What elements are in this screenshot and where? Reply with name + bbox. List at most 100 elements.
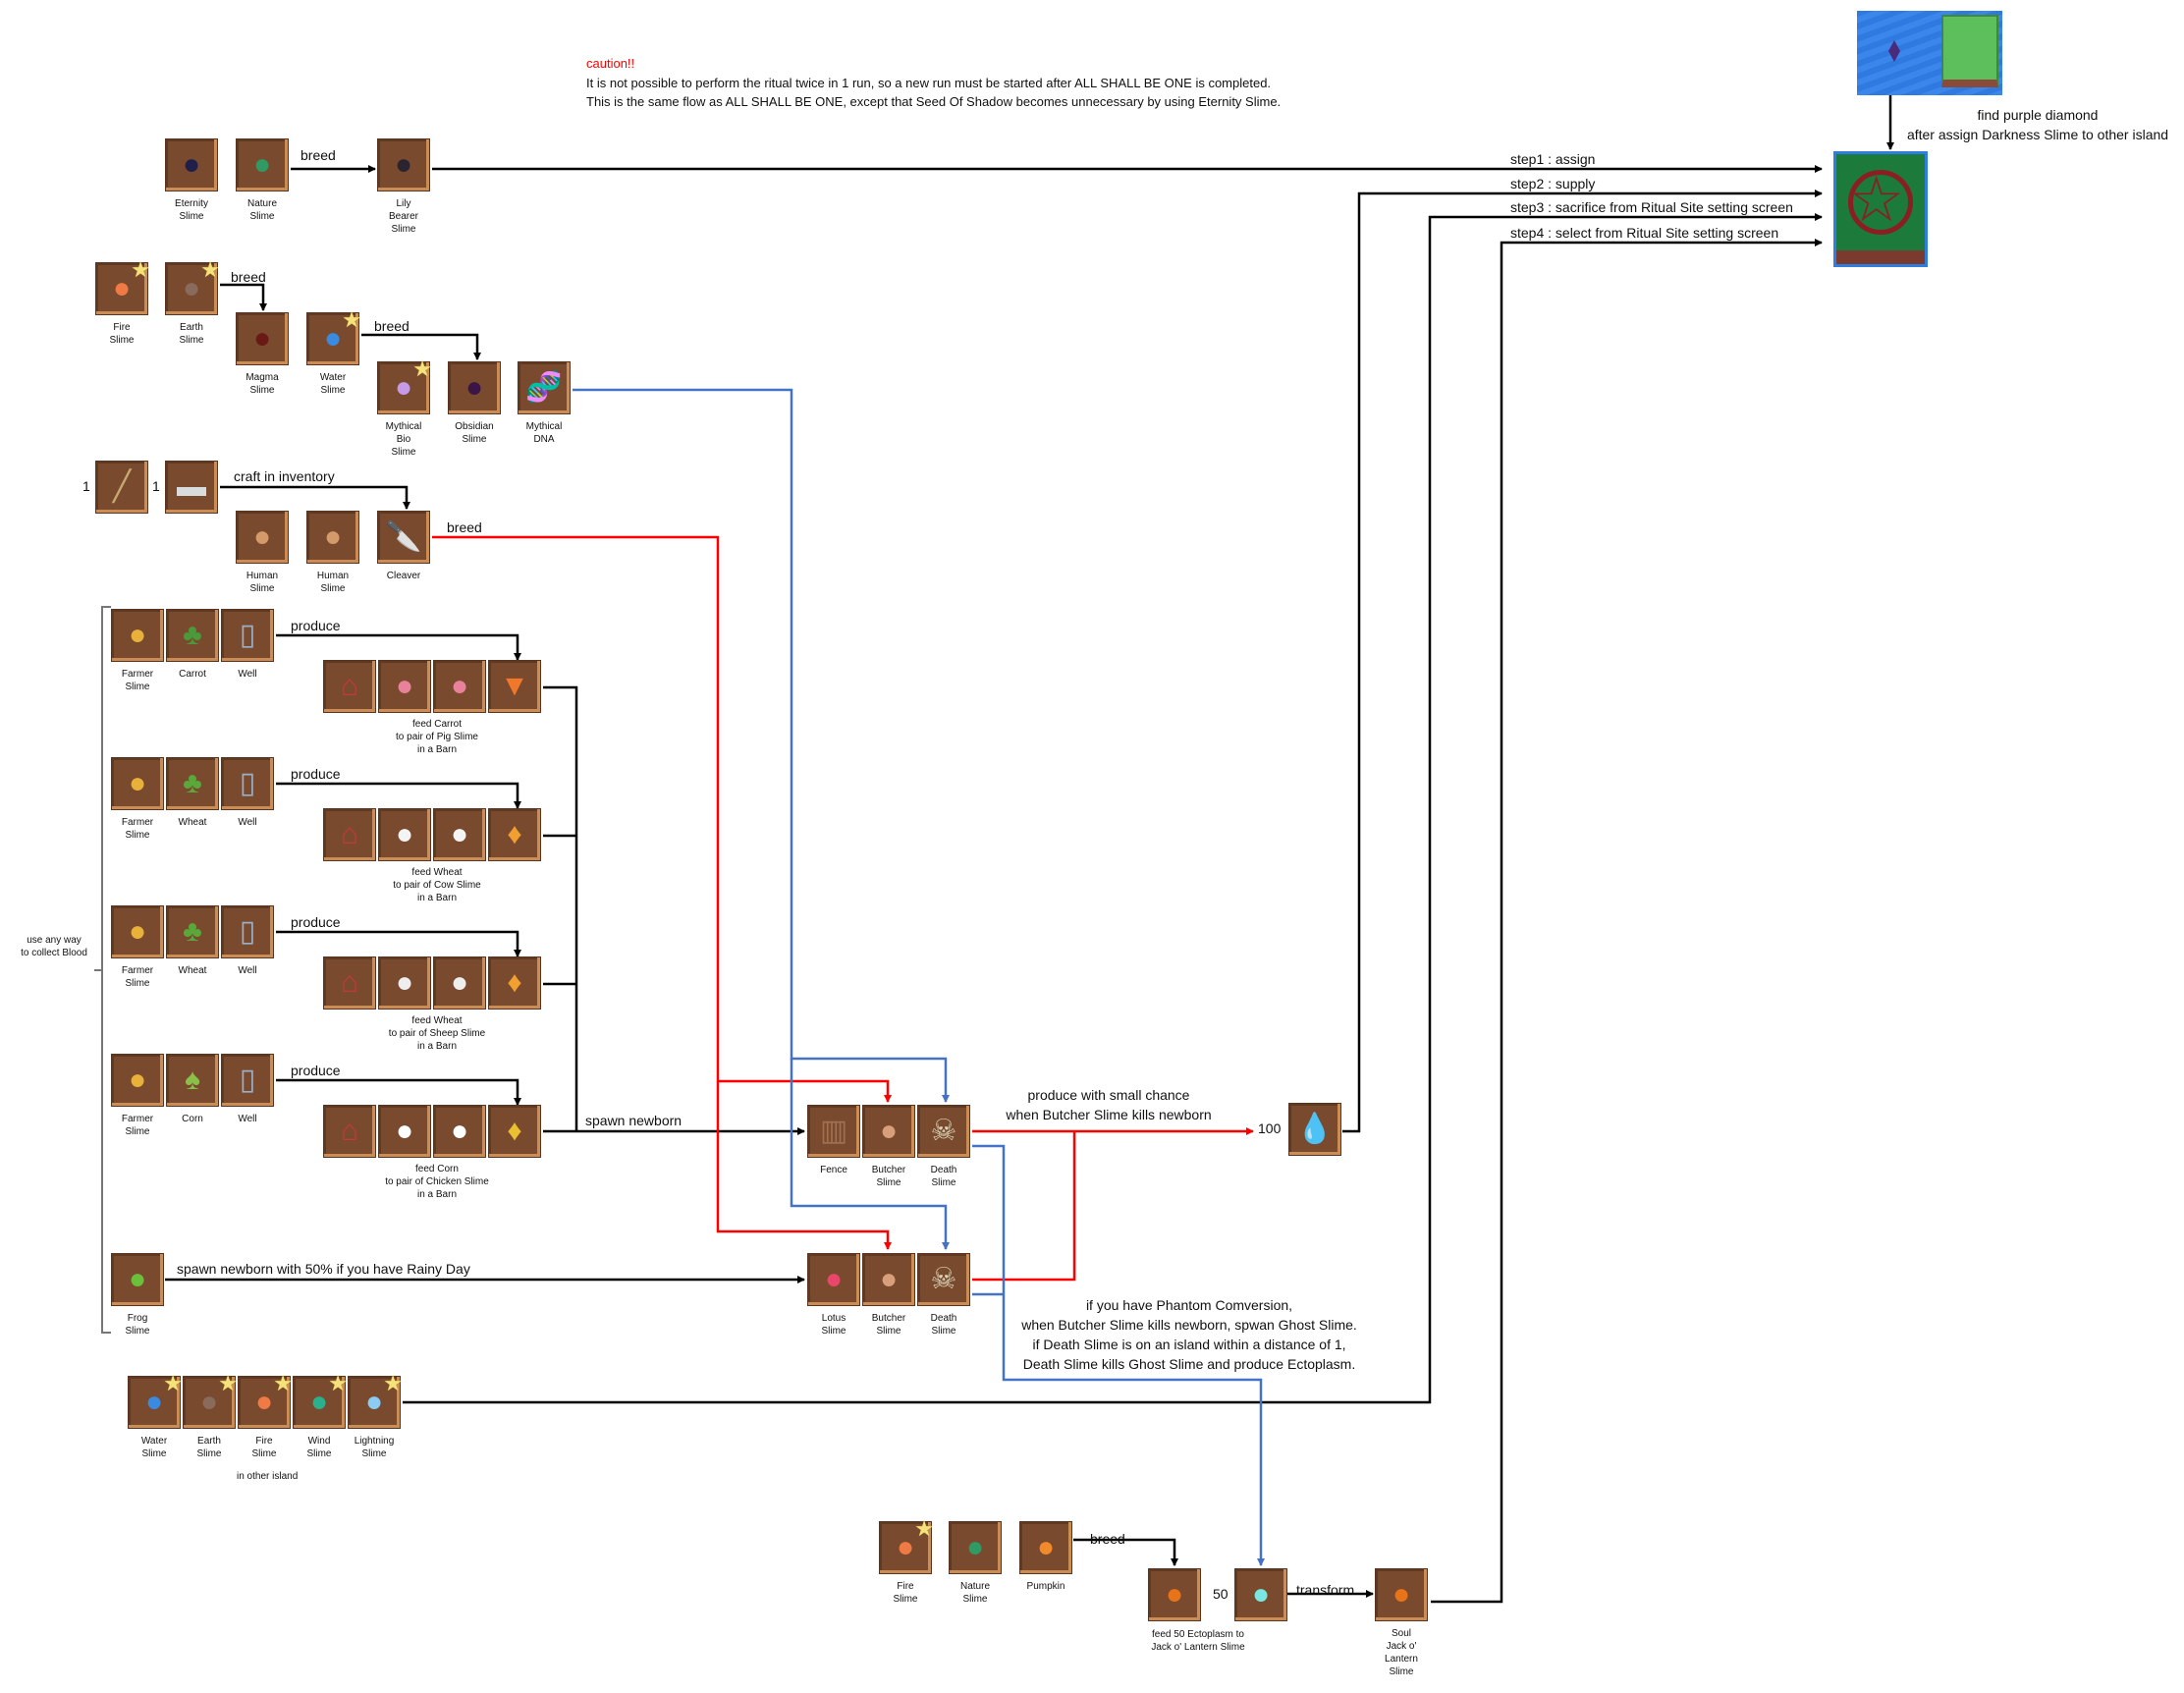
iron-bar-icon: ▬ xyxy=(177,470,206,503)
carrot-tile: ♣ xyxy=(166,609,219,662)
wheat-crop-icon: ♣ xyxy=(183,767,202,799)
eternity-slime-icon: ● xyxy=(182,148,201,181)
cleaver-tile: 🔪 xyxy=(377,511,430,564)
blood-drop-icon: 💧 xyxy=(1296,1113,1334,1145)
human-slime-icon: ● xyxy=(252,520,272,553)
feed-chicken-note: feed Corn to pair of Chicken Slime in a … xyxy=(385,1164,489,1200)
caution-title: caution!! xyxy=(586,56,635,71)
purple-diamond-island-image xyxy=(1857,11,2002,95)
eternity-tile: ● xyxy=(165,138,218,191)
earth-tile: ●★ xyxy=(165,259,220,315)
sheep-slime-icon: ● xyxy=(450,966,469,999)
water-tile: ●★ xyxy=(306,309,361,365)
spawn-newborn-label: spawn newborn xyxy=(585,1113,682,1128)
step1-label: step1 : assign xyxy=(1510,151,1596,167)
corn-crop-icon: ♠ xyxy=(185,1064,200,1096)
fire-tile: ●★ xyxy=(95,259,150,315)
arrow-dna-to-death-2 xyxy=(790,1059,950,1250)
arrow-cleaver-to-butcher-2 xyxy=(716,1081,892,1250)
lily-tile: ● xyxy=(377,138,430,191)
lightning-label: Lightning Slime xyxy=(354,1436,395,1459)
human-tile: ● xyxy=(236,511,289,564)
blood-tile: 💧 xyxy=(1288,1103,1341,1156)
step3-label: step3 : sacrifice from Ritual Site setti… xyxy=(1510,199,1793,215)
barn-icon: ⌂ xyxy=(340,966,359,999)
cornitem-tile: ♦ xyxy=(488,1105,541,1158)
wheat-label: Wheat xyxy=(178,965,207,976)
pig-slime-icon: ● xyxy=(395,670,414,702)
pumpkin-icon: ● xyxy=(1036,1531,1056,1563)
arrow-pumpkin-to-jack xyxy=(1073,1538,1178,1566)
obsidian-slime-icon: ● xyxy=(464,371,484,404)
wheat-crop-icon: ♣ xyxy=(183,915,202,948)
obsidian-label: Obsidian Slime xyxy=(455,421,494,445)
barn-collector-line xyxy=(543,685,578,1133)
well-icon: ▯ xyxy=(239,767,256,799)
cow-tile: ● xyxy=(433,808,486,861)
ghost-slime-icon: ● xyxy=(1251,1578,1271,1611)
wind-slime-icon: ● xyxy=(309,1386,329,1418)
nature-tile: ● xyxy=(949,1521,1002,1574)
butcher-label: Butcher Slime xyxy=(871,1313,906,1337)
cow-slime-icon: ● xyxy=(450,818,469,850)
grass-island-icon xyxy=(1941,15,1998,87)
corn-icon: ♦ xyxy=(507,1115,522,1147)
earth-slime-icon: ● xyxy=(199,1386,219,1418)
rank-star-icon: ★ xyxy=(412,356,432,381)
nature-slime-icon: ● xyxy=(965,1531,985,1563)
breed-label-3: breed xyxy=(374,318,410,334)
water-slime-icon: ● xyxy=(144,1386,164,1418)
sheep-tile: ● xyxy=(378,956,431,1010)
arrow-produce-4 xyxy=(276,1078,521,1106)
butcher-label: Butcher Slime xyxy=(871,1165,906,1188)
carrot-label: Carrot xyxy=(179,669,206,680)
nature-label: Nature Slime xyxy=(959,1581,990,1605)
produce-label-4: produce xyxy=(291,1063,341,1078)
wheatitem-tile: ♦ xyxy=(488,956,541,1010)
death-label: Death Slime xyxy=(930,1313,957,1337)
barn-tile: ⌂ xyxy=(323,660,376,713)
human-slime-icon: ● xyxy=(323,520,343,553)
wheat-icon: ♦ xyxy=(507,818,522,850)
earth-label: Earth Slime xyxy=(196,1436,222,1459)
sheep-slime-icon: ● xyxy=(395,966,414,999)
butcher-slime-icon: ● xyxy=(879,1263,899,1295)
fire-label: Fire Slime xyxy=(251,1436,277,1459)
farmer-label: Farmer Slime xyxy=(121,669,154,692)
fire-label: Fire Slime xyxy=(893,1581,918,1605)
corn-label: Corn xyxy=(182,1114,203,1124)
cow-tile: ● xyxy=(378,808,431,861)
farmer-slime-icon: ● xyxy=(128,619,147,651)
arrow-elements-to-ritual-step3 xyxy=(403,213,1823,1404)
purple-diamond-icon xyxy=(1888,40,1900,62)
feed-pig-note: feed Carrot to pair of Pig Slime in a Ba… xyxy=(396,719,478,755)
blood-production-note: produce with small chance when Butcher S… xyxy=(1006,1087,1212,1122)
well-tile: ▯ xyxy=(221,757,274,810)
rank-star-icon: ★ xyxy=(163,1371,183,1395)
pentagram-icon: ☆ xyxy=(1848,164,1905,235)
find-diamond-note: find purple diamond after assign Darknes… xyxy=(1906,107,2169,142)
wind-tile: ●★ xyxy=(293,1371,348,1429)
corn-tile: ♠ xyxy=(166,1054,219,1107)
mythbio-tile: ●★ xyxy=(377,356,432,414)
ghost-tile: ● xyxy=(1234,1568,1287,1621)
magma-label: Magma Slime xyxy=(246,372,279,396)
barn-tile: ⌂ xyxy=(323,808,376,861)
arrow-water-to-obsidian xyxy=(361,333,481,360)
eternity-label: Eternity Slime xyxy=(175,198,208,222)
breed-pumpkin-label: breed xyxy=(1090,1531,1125,1547)
obsidian-tile: ● xyxy=(448,361,501,414)
rank-star-icon: ★ xyxy=(914,1516,934,1541)
lotus-slime-icon: ● xyxy=(824,1263,844,1295)
jack-tile: ● xyxy=(1148,1568,1201,1621)
fire-slime-icon: ● xyxy=(896,1531,915,1563)
death-tile: ☠ xyxy=(917,1253,970,1306)
rank-star-icon: ★ xyxy=(328,1371,348,1395)
wind-label: Wind Slime xyxy=(306,1436,332,1459)
magma-slime-icon: ● xyxy=(252,322,272,355)
ritual-site[interactable]: ☆ xyxy=(1833,151,1928,267)
death-label: Death Slime xyxy=(930,1165,957,1188)
barn-tile: ⌂ xyxy=(323,1105,376,1158)
iron-tile: ▬ xyxy=(165,461,218,514)
arrow-earth-to-magma xyxy=(220,283,267,311)
